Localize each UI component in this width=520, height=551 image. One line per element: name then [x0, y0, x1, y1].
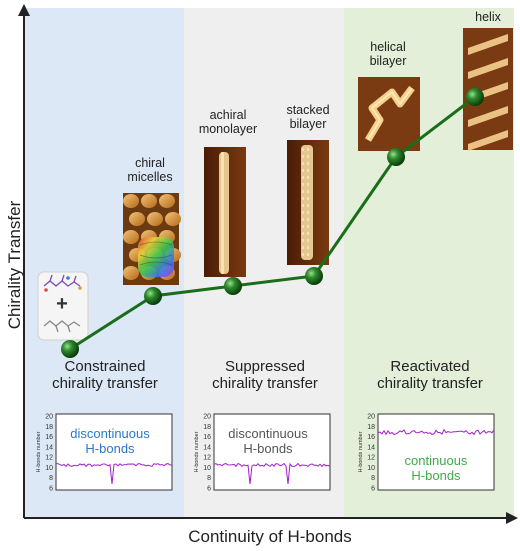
inset-tick-label: 12	[45, 455, 53, 462]
inset-tick-label: 6	[371, 486, 375, 493]
label-helix: helix	[466, 10, 510, 24]
label-stacked-bilayer: stacked bilayer	[276, 103, 340, 132]
chirality-trend-line	[69, 95, 476, 351]
phase-label-suppressed-line1: Suppressed	[224, 358, 306, 375]
inset-1-text-line2: H-bonds	[85, 440, 135, 456]
phase-label-constrained-line2: chirality transfer	[52, 375, 158, 393]
label-stacked-bilayer-text: stacked bilayer	[286, 103, 330, 132]
micelle-blob	[165, 212, 181, 226]
molecule-structure-top	[43, 274, 82, 292]
helix-stripe	[468, 106, 508, 127]
molecule-plus: +	[56, 293, 68, 315]
phase-label-reactivated-line2: chirality transfer	[377, 375, 483, 393]
inset-3-text-line2: H-bonds	[411, 467, 461, 483]
inset-tick-label: 6	[49, 486, 53, 493]
inset-2-text-line2: H-bonds	[243, 440, 293, 456]
inset-tick-label: 20	[367, 414, 375, 421]
inset-tick-label: 18	[203, 424, 211, 431]
helix-image	[463, 28, 513, 151]
micelle-image	[123, 193, 181, 285]
inset-y-label: H-bonds number	[36, 431, 42, 472]
hbond-trace	[377, 428, 495, 436]
inset-tick-label: 10	[45, 465, 53, 472]
helix-stripe	[468, 58, 508, 79]
phase-label-reactivated-line1: Reactivated	[390, 358, 470, 375]
inset-tick-label: 14	[45, 444, 53, 451]
hbond-inset-3: 20 18 16 14 12 10 8 6 H-bonds number	[358, 413, 495, 493]
micelle-blob	[123, 194, 139, 208]
label-achiral-monolayer-text: achiral monolayer	[198, 108, 258, 137]
hbond-inset-1: 20 18 16 14 12 10 8 6 H-bonds number	[36, 413, 173, 493]
inset-tick-label: 16	[45, 434, 53, 441]
phase-label-reactivated: Reactivated chirality transfer	[352, 358, 508, 393]
inset-tick-label: 14	[203, 444, 211, 451]
inset-3-text: continuous H-bonds	[376, 453, 496, 484]
molecule-structure-bottom	[43, 320, 81, 333]
trend-point-ball	[466, 88, 484, 106]
stacked-bilayer-image	[287, 140, 329, 265]
inset-tick-label: 12	[367, 455, 375, 462]
inset-tick-label: 18	[45, 424, 53, 431]
inset-y-label: H-bonds number	[194, 431, 200, 472]
inset-1-text: discontinuous H-bonds	[50, 426, 170, 457]
inset-tick-label: 10	[203, 465, 211, 472]
inset-tick-label: 16	[367, 434, 375, 441]
inset-3-text-line1: continuous	[404, 453, 468, 468]
phase-label-suppressed-line2: chirality transfer	[212, 375, 318, 393]
trend-point-ball	[305, 267, 323, 285]
x-axis-label: Continuity of H-bonds	[188, 527, 352, 546]
label-achiral-monolayer: achiral monolayer	[190, 108, 266, 137]
helix-stripe	[468, 34, 508, 55]
inset-2-text: discontinuous H-bonds	[208, 426, 328, 457]
inset-tick-label: 8	[207, 475, 211, 482]
y-axis-arrow	[18, 4, 30, 16]
micelle-blob	[129, 212, 145, 226]
inset-tick-label: 8	[49, 475, 53, 482]
inset-1-text-line1: discontinuous	[70, 426, 150, 441]
label-chiral-micelles-text: chiral micelles	[127, 156, 173, 185]
phase-label-constrained-line1: Constrained	[64, 358, 146, 375]
y-axis-label: Chirality Transfer	[5, 200, 24, 330]
inset-frame	[55, 413, 173, 491]
inset-2-text-line1: discontinuous	[228, 426, 308, 441]
trend-point-ball	[387, 148, 405, 166]
inset-frame	[213, 413, 331, 491]
inset-tick-label: 6	[207, 486, 211, 493]
label-helix-text: helix	[475, 10, 501, 24]
inset-tick-label: 18	[367, 424, 375, 431]
x-axis-arrow	[506, 512, 518, 524]
inset-tick-label: 10	[367, 465, 375, 472]
micelle-blob	[147, 212, 163, 226]
hbond-trace	[213, 462, 331, 485]
micelle-blob	[141, 194, 157, 208]
trend-point-ball	[224, 277, 242, 295]
micelle-blob	[159, 194, 175, 208]
label-helical-bilayer: helical bilayer	[356, 40, 420, 69]
inset-tick-label: 14	[367, 444, 375, 451]
helix-stripe	[468, 130, 508, 151]
inset-tick-label: 8	[371, 475, 375, 482]
trend-point-ball	[61, 340, 79, 358]
inset-y-label: H-bonds number	[358, 431, 364, 472]
phase-label-suppressed: Suppressed chirality transfer	[188, 358, 342, 393]
inset-tick-label: 16	[203, 434, 211, 441]
hbond-trace	[55, 463, 173, 485]
monolayer-image	[204, 147, 246, 277]
micelle-blob	[123, 266, 139, 280]
inset-frame	[377, 413, 495, 491]
inset-tick-label: 12	[203, 455, 211, 462]
inset-tick-label: 20	[203, 414, 211, 421]
inset-tick-label: 20	[45, 414, 53, 421]
label-helical-bilayer-text: helical bilayer	[369, 40, 407, 69]
trend-point-ball	[144, 287, 162, 305]
molecule-card: +	[37, 271, 89, 341]
micelle-model	[138, 237, 174, 277]
micelle-blob	[123, 230, 139, 244]
helical-bilayer-image	[358, 77, 420, 151]
phase-label-constrained: Constrained chirality transfer	[30, 358, 180, 393]
label-chiral-micelles: chiral micelles	[118, 156, 182, 185]
hbond-inset-2: 20 18 16 14 12 10 8 6 H-bonds number	[194, 413, 331, 493]
